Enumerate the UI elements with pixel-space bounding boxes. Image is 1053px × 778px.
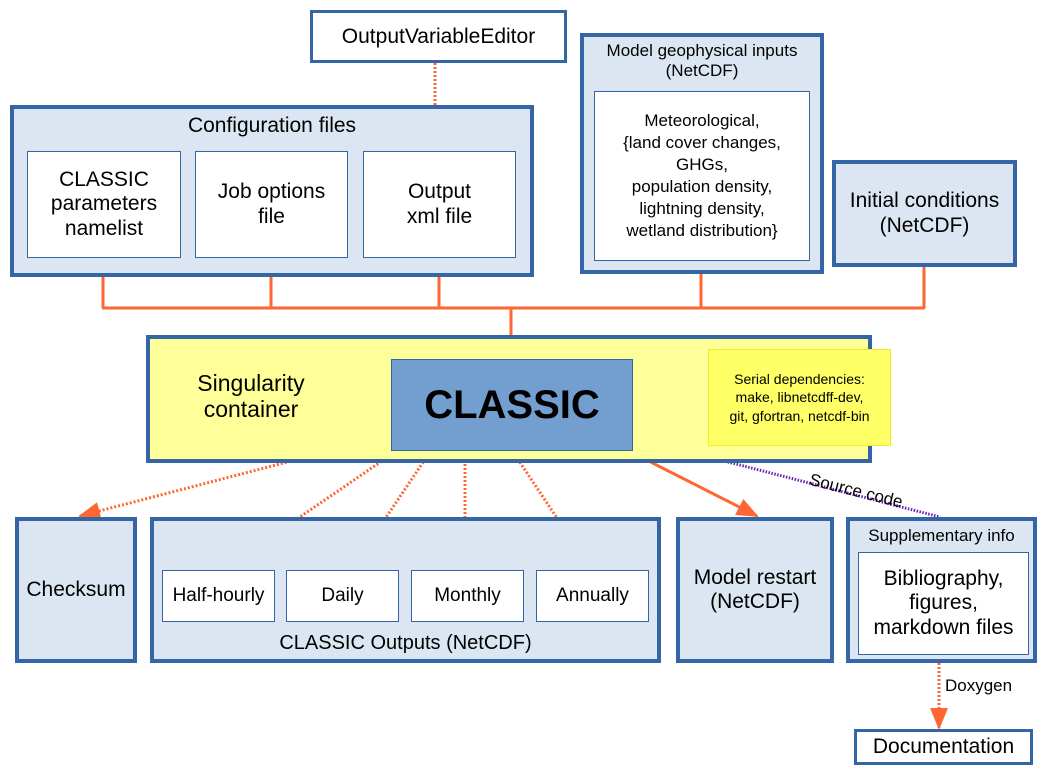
supplementary-content-box: Bibliography, figures, markdown files [858, 552, 1029, 655]
configuration-files-title: Configuration files [187, 114, 357, 137]
half-hourly-label: Half-hourly [172, 585, 265, 606]
supplementary-line-2: figures, [909, 591, 978, 615]
checksum-box: Checksum [15, 517, 137, 663]
source-code-line [631, 435, 941, 519]
job-options-line-1: Job options [217, 180, 326, 204]
model-restart-line-2: (NetCDF) [710, 590, 800, 613]
doxygen-edge-label: Doxygen [945, 676, 1013, 695]
singularity-line-1: Singularity [197, 370, 305, 396]
classic-model-box: CLASSIC [391, 359, 633, 451]
monthly-label: Monthly [434, 585, 501, 606]
geophysical-title-line-2: (NetCDF) [665, 60, 739, 80]
output-daily-box: Daily [286, 570, 399, 622]
output-half-hourly-box: Half-hourly [162, 570, 275, 622]
singularity-line-2: container [203, 396, 299, 423]
geophysical-variables-box: Meteorological, {land cover changes, GHG… [594, 91, 810, 261]
parameters-namelist-box: CLASSIC parameters namelist [27, 151, 181, 258]
supplementary-line-1: Bibliography, [883, 567, 1004, 591]
annually-label: Annually [556, 585, 629, 606]
output-annually-box: Annually [536, 570, 649, 622]
model-restart-line-1: Model restart [693, 565, 817, 589]
initial-conditions-line-1: Initial conditions [849, 189, 1000, 213]
job-options-box: Job options file [195, 151, 348, 258]
supplementary-line-3: markdown files [873, 615, 1014, 639]
geophysical-line-2: {land cover changes, [623, 132, 781, 152]
documentation-label: Documentation [872, 735, 1015, 758]
supplementary-info-title: Supplementary info [868, 526, 1015, 545]
namelist-line-3: namelist [64, 216, 144, 240]
output-xml-line-2: xml file [406, 204, 473, 228]
geophysical-line-5: lightning density, [639, 199, 765, 219]
classic-outputs-title: CLASSIC Outputs (NetCDF) [279, 632, 532, 654]
namelist-line-1: CLASSIC [59, 168, 149, 192]
output-xml-line-1: Output [407, 180, 472, 204]
output-xml-box: Output xml file [363, 151, 516, 258]
geophysical-title-line-1: Model geophysical inputs [606, 41, 798, 60]
geophysical-line-4: population density, [631, 177, 773, 196]
output-monthly-box: Monthly [411, 570, 524, 622]
documentation-box: Documentation [854, 729, 1033, 765]
serial-deps-line-3: git, gfortran, netcdf-bin [729, 407, 870, 424]
initial-conditions-box: Initial conditions (NetCDF) [832, 160, 1017, 267]
output-variable-editor-box: OutputVariableEditor [310, 10, 567, 63]
geophysical-line-6: wetland distribution} [626, 221, 778, 241]
daily-label: Daily [321, 585, 364, 606]
namelist-line-2: parameters [50, 192, 158, 216]
checksum-label: Checksum [26, 578, 126, 601]
geophysical-line-1: Meteorological, [644, 110, 760, 130]
classic-label: CLASSIC [424, 382, 600, 427]
output-variable-editor-label: OutputVariableEditor [341, 24, 536, 48]
serial-dependencies-box: Serial dependencies: make, libnetcdff-de… [708, 349, 891, 446]
singularity-container-label: Singularity container [186, 370, 316, 423]
job-options-line-2: file [258, 204, 285, 228]
serial-deps-line-2: make, libnetcdff-dev, [735, 389, 864, 406]
model-restart-box: Model restart (NetCDF) [676, 517, 834, 663]
model-geophysical-inputs-title: Model geophysical inputs (NetCDF) [580, 41, 824, 80]
initial-conditions-line-2: (NetCDF) [879, 213, 970, 237]
geophysical-line-3: GHGs, [676, 154, 728, 174]
serial-deps-line-1: Serial dependencies: [734, 371, 865, 388]
